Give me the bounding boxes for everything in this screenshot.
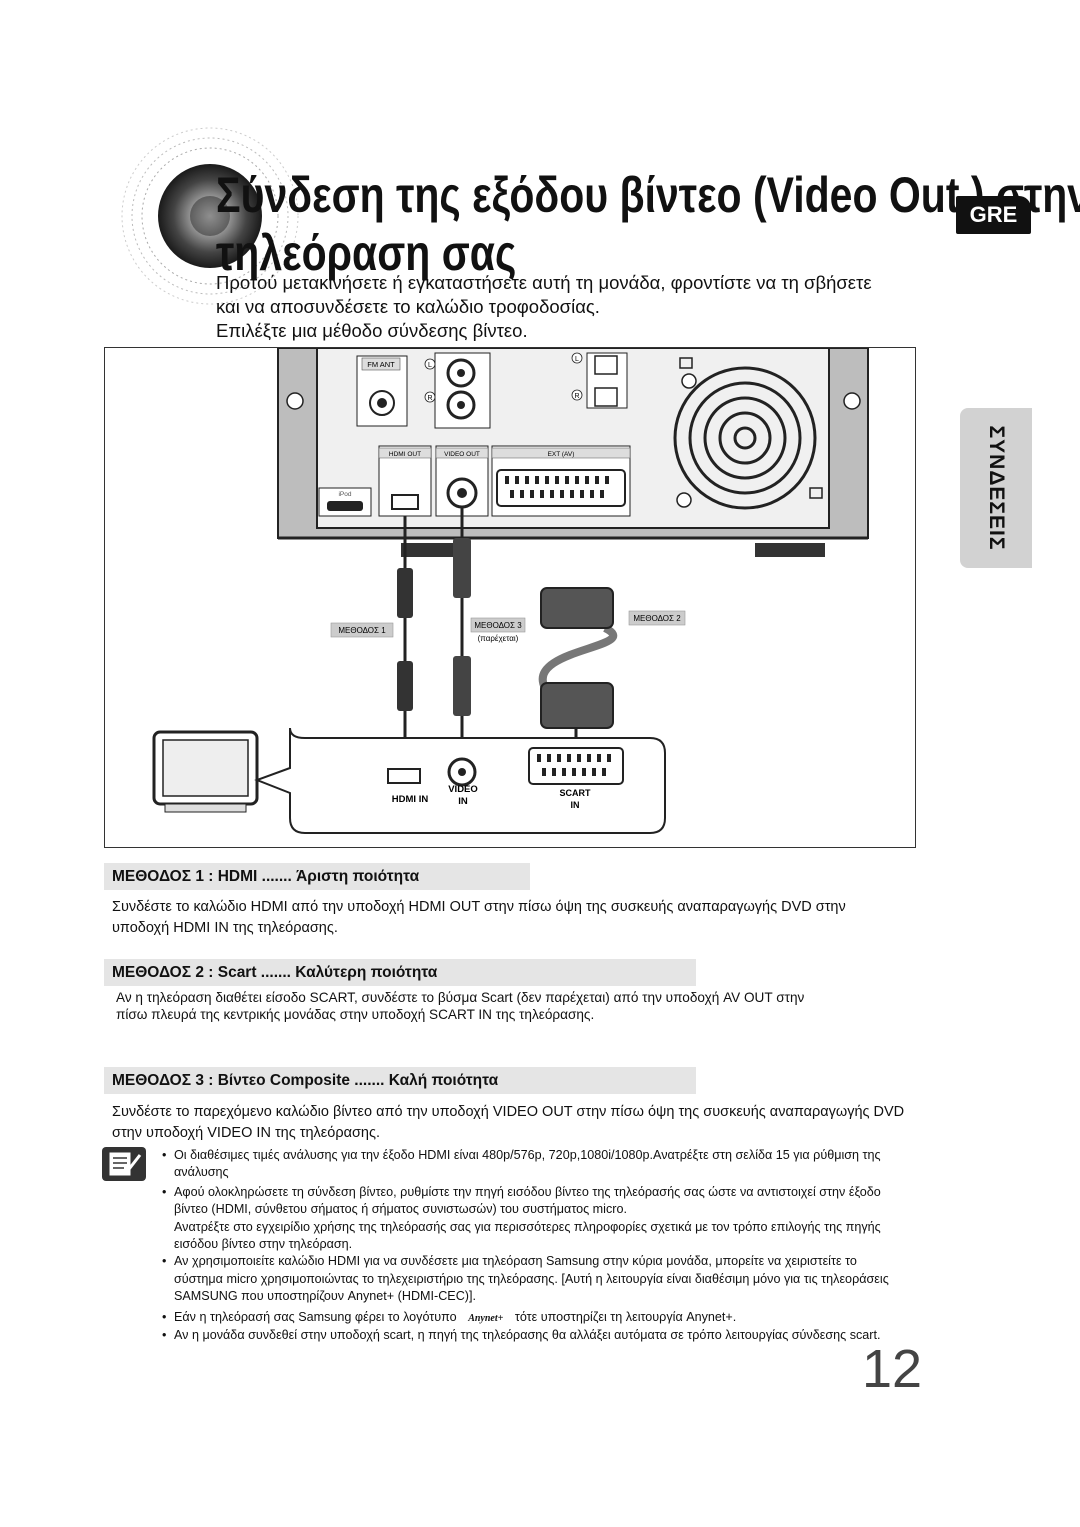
method-1-text-line-1: Συνδέστε το καλώδιο HDMI από την υποδοχή… [112, 899, 846, 915]
unit-foot-right [755, 543, 825, 557]
method-1-label: ΜΕΘΟΔΟΣ 1 [338, 626, 386, 635]
language-badge: GRE [956, 196, 1031, 234]
ipod-label: iPod [338, 491, 351, 498]
audio-l-label: L [428, 362, 432, 369]
note-2-line-3: Ανατρέξτε στο εγχειρίδιο χρήσης της τηλε… [174, 1219, 881, 1234]
side-tab-label: ΣΥΝΔΕΣΕΙΣ [985, 425, 1008, 551]
diagram-svg: FM ANT L R L R HDMI OUT VIDEO OUT EXT (A… [152, 347, 869, 834]
scart-in-label-1: SCART [560, 788, 592, 798]
note-item: Εάν η τηλεόρασή σας Samsung φέρει το λογ… [162, 1309, 924, 1327]
title-line-1: Σύνδεση της εξόδου βίντεο (Video Out ) σ… [216, 167, 1080, 223]
audio-r-label: R [427, 395, 432, 402]
method-2-text-line-1: Αν η τηλεόραση διαθέτει είσοδο SCART, συ… [116, 990, 805, 1005]
method-3-label: ΜΕΘΟΔΟΣ 3 [474, 621, 522, 630]
ext-av-label: EXT (AV) [548, 451, 575, 458]
note-2-line-1: Αφού ολοκληρώσετε τη σύνδεση βίντεο, ρυθ… [174, 1184, 881, 1199]
note-5-line-1: Αν η μονάδα συνδεθεί στην υποδοχή scart,… [174, 1328, 881, 1343]
scart-in-label-2: IN [571, 800, 580, 810]
method-1-text-line-2: υποδοχή HDMI IN της τηλεόρασης. [112, 920, 338, 936]
note-item: Αν χρησιμοποιείτε καλώδιο HDMI για να συ… [162, 1253, 924, 1271]
notes-list: Οι διαθέσιμες τιμές ανάλυσης για την έξο… [162, 1147, 924, 1345]
method-3-note: (παρέχεται) [478, 634, 519, 643]
method-2-heading: ΜΕΘΟΔΟΣ 2 : Scart ....... Καλύτερη ποιότ… [104, 959, 696, 986]
note-4-text-post: τότε υποστηρίζει τη λειτουργία Anynet+. [514, 1309, 737, 1324]
video-in-label-2: IN [458, 796, 468, 807]
method-2-label: ΜΕΘΟΔΟΣ 2 [633, 614, 681, 623]
unit-foot-left [401, 543, 461, 557]
note-item: Οι διαθέσιμες τιμές ανάλυσης για την έξο… [162, 1147, 924, 1165]
ipod-dock-port [327, 501, 363, 511]
note-4-text-pre: Εάν η τηλεόρασή σας Samsung φέρει το λογ… [174, 1309, 457, 1324]
video-in-label-1: VIDEO [448, 784, 478, 795]
hdmi-in-label: HDMI IN [392, 794, 429, 805]
scart-in-port [528, 747, 624, 785]
hdmi-out-label: HDMI OUT [389, 451, 421, 458]
intro-line-3: Επιλέξτε μια μέθοδο σύνδεσης βίντεο. [216, 320, 528, 341]
method-2-text-line-2: πίσω πλευρά της κεντρικής μονάδας στην υ… [116, 1007, 595, 1022]
page-title: Σύνδεση της εξόδου βίντεο (Video Out ) σ… [216, 166, 1080, 282]
intro-line-1: Προτού μετακινήσετε ή εγκαταστήσετε αυτή… [216, 272, 872, 293]
method-3-text-line-2: στην υποδοχή VIDEO IN της τηλεόρασης. [112, 1125, 380, 1141]
speaker-r-label: R [574, 393, 579, 400]
note-2-line-4: εισόδου βίντεο στην τηλεόραση. [174, 1237, 353, 1252]
note-3-line-1: Αν χρησιμοποιείτε καλώδιο HDMI για να συ… [174, 1254, 857, 1269]
fan-grille-icon [673, 366, 817, 510]
section-side-tab: ΣΥΝΔΕΣΕΙΣ [960, 408, 1032, 568]
video-plug-top [453, 538, 471, 598]
disc-graphic [121, 127, 299, 305]
method-3-text-line-1: Συνδέστε το παρεχόμενο καλώδιο βίντεο απ… [112, 1104, 905, 1120]
note-3-line-3: SAMSUNG που υποστηρίζουν Anynet+ (HDMI-C… [174, 1289, 476, 1304]
note-item: Αφού ολοκληρώσετε τη σύνδεση βίντεο, ρυθ… [162, 1184, 924, 1202]
scart-plug-top [540, 587, 614, 629]
speaker-l-label: L [575, 356, 579, 363]
note-2-line-2: βίντεο (HDMI, σύνθετου σήματος ή σήματος… [174, 1202, 627, 1217]
intro-line-2: και να αποσυνδέσετε το καλώδιο τροφοδοσί… [216, 296, 600, 317]
method-1-text: Συνδέστε το καλώδιο HDMI από την υποδοχή… [112, 897, 846, 939]
note-1-line-2: ανάλυσης [174, 1165, 229, 1180]
title-line-2: τηλεόραση σας [216, 225, 517, 281]
hdmi-in-port [387, 768, 421, 784]
method-2-text: Αν η τηλεόραση διαθέτει είσοδο SCART, συ… [116, 989, 804, 1023]
note-3-line-2: σύστημα micro χρησιμοποιώντας το τηλεχει… [174, 1271, 889, 1286]
scart-plug-bottom [540, 682, 614, 729]
note-1-line-1: Οι διαθέσιμες τιμές ανάλυσης για την έξο… [174, 1148, 881, 1162]
note-icon [102, 1147, 146, 1181]
video-plug-bottom [453, 656, 471, 716]
method-3-text: Συνδέστε το παρεχόμενο καλώδιο βίντεο απ… [112, 1102, 904, 1144]
page-number: 12 [862, 1339, 923, 1399]
anynet-logo: Anynet+ [468, 1312, 504, 1324]
video-out-label: VIDEO OUT [444, 451, 480, 458]
method-1-heading: ΜΕΘΟΔΟΣ 1 : HDMI ....... Άριστη ποιότητα [104, 863, 530, 890]
hdmi-out-port [391, 494, 419, 510]
fm-ant-label: FM ANT [367, 360, 395, 369]
hdmi-plug-top [397, 568, 413, 618]
note-item: Αν η μονάδα συνδεθεί στην υποδοχή scart,… [162, 1327, 924, 1345]
method-3-heading: ΜΕΘΟΔΟΣ 3 : Βίντεο Composite ....... Καλ… [104, 1067, 696, 1094]
scart-cable [538, 624, 618, 690]
hdmi-plug-bottom [397, 661, 413, 711]
scart-out-port [496, 469, 626, 507]
connection-diagram: FM ANT L R L R HDMI OUT VIDEO OUT EXT (A… [104, 347, 916, 848]
